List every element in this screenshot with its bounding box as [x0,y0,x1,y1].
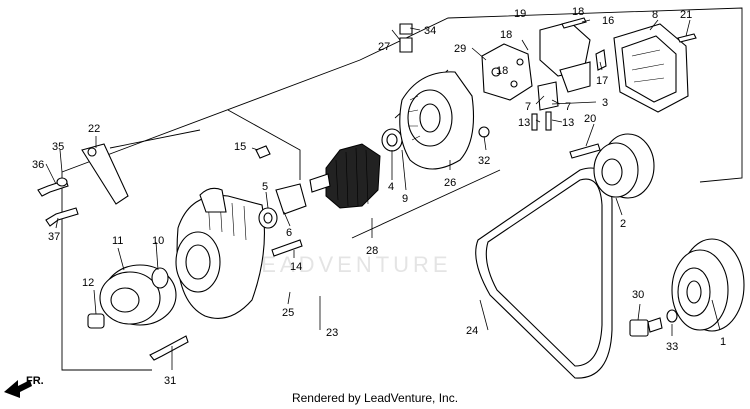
callout-19: 19 [514,8,526,20]
adjust-bracket [81,143,129,205]
callout-32: 32 [478,155,490,167]
footer-credit: Rendered by LeadVenture, Inc. [291,391,459,405]
callout-25: 25 [282,307,294,319]
alternator-front-housing [175,187,266,319]
rotor [309,128,403,209]
callout-6: 6 [286,227,292,239]
rear-housing [399,71,490,170]
callout-31: 31 [164,375,176,387]
drive-belt [475,167,613,379]
callout-24: 24 [466,325,478,337]
callout-18c: 18 [496,65,508,77]
callout-4: 4 [388,181,394,193]
callout-10: 10 [152,235,164,247]
callout-15: 15 [234,141,246,153]
callout-35: 35 [52,141,64,153]
callout-37: 37 [48,231,60,243]
callout-5: 5 [262,181,268,193]
bearing-and-rod [255,145,307,257]
bolts-left [37,177,189,361]
regulator-assembly [481,21,591,131]
callout-8: 8 [652,9,658,21]
end-cover [613,23,689,113]
callout-27: 27 [378,41,390,53]
watermark: LEADVENTURE [245,252,452,277]
small-bolts [399,17,697,337]
callout-14: 14 [290,261,302,273]
front-direction-arrow: FR. [4,375,44,398]
callout-20: 20 [584,113,596,125]
callout-labels: 1 2 3 4 5 6 7 7 8 9 10 11 12 13 13 14 15… [32,6,726,387]
callout-16: 16 [602,15,614,27]
callout-13b: 13 [562,117,574,129]
callout-9: 9 [402,193,408,205]
callout-11: 11 [112,235,123,247]
callout-23: 23 [326,327,338,339]
callout-17: 17 [596,75,608,87]
callout-18b: 18 [500,29,512,41]
callout-26: 26 [444,177,456,189]
callout-21: 21 [680,9,692,21]
direction-label: FR. [26,375,44,387]
callout-30: 30 [632,289,644,301]
callout-1: 1 [720,336,726,348]
callout-18a: 18 [572,6,584,18]
callout-3: 3 [602,97,608,109]
crank-pulley [671,238,745,332]
callout-34: 34 [424,25,436,37]
callout-7b: 7 [565,101,571,113]
callout-7a: 7 [525,101,531,113]
alternator-pulley [87,264,177,329]
callout-2: 2 [620,218,626,230]
callout-29: 29 [454,43,466,55]
callout-33: 33 [666,341,678,353]
callout-12: 12 [82,277,94,289]
callout-28: 28 [366,245,378,257]
leader-lines [45,19,721,370]
callout-22: 22 [88,123,100,135]
callout-36: 36 [32,159,44,171]
idler-pulley [593,133,655,199]
callout-13a: 13 [518,117,530,129]
